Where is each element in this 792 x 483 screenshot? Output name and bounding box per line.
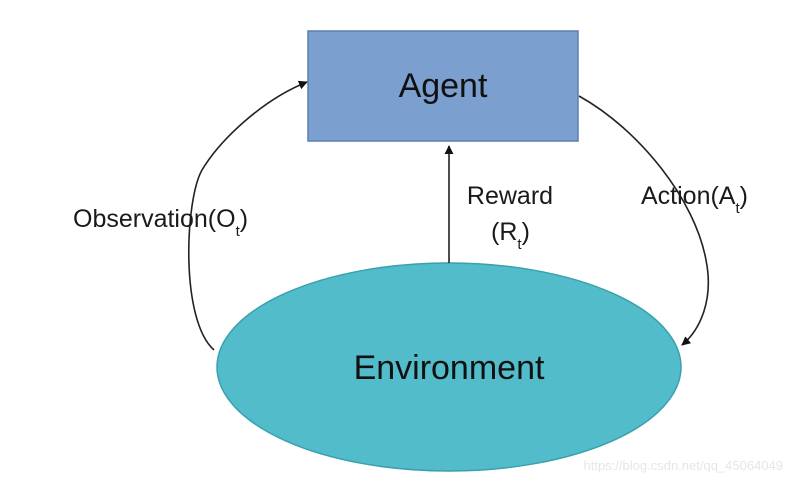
watermark-text: https://blog.csdn.net/qq_45064049: [584, 458, 784, 473]
observation-arrow: [187, 80, 308, 351]
action-label: Action(At): [641, 182, 748, 217]
agent-label: Agent: [399, 67, 488, 105]
reward-label: Reward: [467, 182, 553, 210]
observation-label: Observation(Ot): [73, 205, 248, 240]
action-arrow: [578, 95, 710, 346]
environment-label: Environment: [354, 349, 545, 387]
agent-node[interactable]: [307, 30, 579, 142]
reward-label-symbol: (Rt): [491, 218, 530, 253]
